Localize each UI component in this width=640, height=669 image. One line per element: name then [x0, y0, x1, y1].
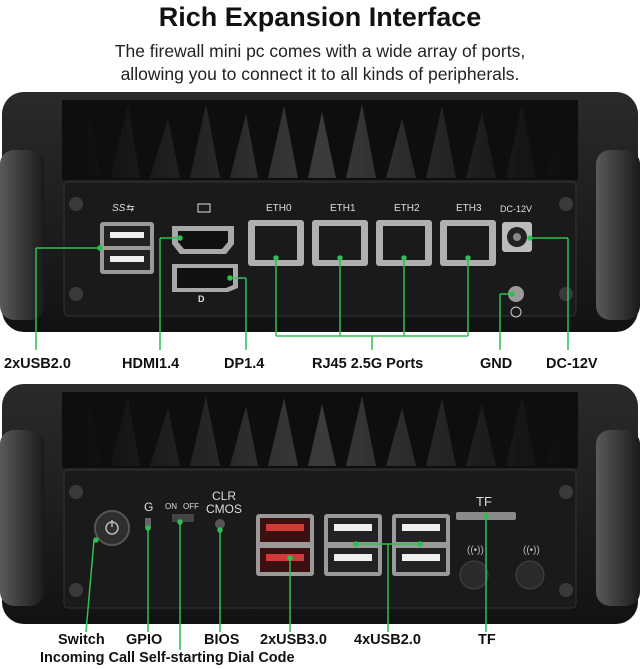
dc-jack	[502, 222, 532, 252]
cmos-line: CMOS	[206, 502, 242, 516]
eth3-label: ETH3	[456, 203, 482, 214]
callout-2xusb20: 2xUSB2.0	[4, 356, 71, 372]
usb3-ports	[256, 514, 314, 576]
switch-off-label: OFF	[183, 502, 199, 511]
gpio-mark: G	[144, 500, 154, 514]
screw-icon	[559, 197, 573, 211]
callout-tf: TF	[478, 632, 496, 648]
screw-icon	[559, 583, 573, 597]
antenna-port	[515, 560, 545, 590]
dp-icon: D	[198, 294, 205, 304]
clr-cmos-label: CLR CMOS	[206, 490, 242, 516]
ground-symbol-icon	[510, 306, 522, 318]
bottom-heatsink-fins	[62, 392, 578, 468]
tf-mark: TF	[476, 494, 492, 509]
bottom-chassis	[0, 384, 640, 624]
switch-on-label: ON	[165, 502, 177, 511]
eth1-label: ETH1	[330, 203, 356, 214]
wifi-icon: ((•))	[523, 545, 540, 556]
screw-icon	[559, 287, 573, 301]
top-usb2-ports	[100, 222, 154, 274]
eth2-label: ETH2	[394, 203, 420, 214]
power-button	[94, 510, 130, 546]
callout-4xusb20: 4xUSB2.0	[354, 632, 421, 648]
displayport-port: D	[172, 264, 238, 304]
callout-2xusb30: 2xUSB3.0	[260, 632, 327, 648]
page-subtitle: The firewall mini pc comes with a wide a…	[0, 40, 640, 86]
callout-rj45: RJ45 2.5G Ports	[312, 356, 424, 372]
top-callout-lines	[35, 235, 569, 350]
clr-cmos-button	[215, 519, 225, 529]
callout-gnd: GND	[480, 356, 513, 372]
screw-icon	[69, 197, 83, 211]
dial-switch	[172, 514, 194, 522]
eth0-label: ETH0	[266, 203, 292, 214]
dc-12v-device-label: DC-12V	[500, 204, 533, 214]
hdmi-icon	[197, 203, 211, 213]
callout-dial-code: Incoming Call Self-starting Dial Code	[40, 650, 295, 666]
usb-ss-icon: SS⇆	[112, 203, 134, 214]
wifi-icon: ((•))	[467, 545, 484, 556]
top-chassis	[0, 92, 640, 332]
gpio-header	[145, 518, 151, 528]
screw-icon	[69, 485, 83, 499]
callout-gpio: GPIO	[126, 632, 163, 648]
callout-switch: Switch	[58, 632, 105, 648]
callout-dp14: DP1.4	[224, 356, 265, 372]
rj45-ports	[248, 220, 496, 266]
hdmi-port	[172, 203, 234, 254]
callout-hdmi14: HDMI1.4	[122, 356, 180, 372]
bottom-callout-lines	[85, 513, 489, 650]
page-title: Rich Expansion Interface	[158, 2, 482, 32]
bottom-usb2-ports	[324, 514, 450, 576]
callout-dc12v: DC-12V	[546, 356, 598, 372]
antenna-port	[459, 560, 489, 590]
screw-icon	[69, 583, 83, 597]
clr-line: CLR	[211, 489, 236, 503]
subtitle-line-1: The firewall mini pc comes with a wide a…	[114, 41, 526, 61]
subtitle-line-2: allowing you to connect it to all kinds …	[120, 64, 520, 84]
screw-icon	[69, 287, 83, 301]
gnd-screw-icon	[508, 286, 524, 302]
top-heatsink-fins	[62, 100, 578, 180]
screw-icon	[559, 485, 573, 499]
callout-bios: BIOS	[204, 632, 240, 648]
